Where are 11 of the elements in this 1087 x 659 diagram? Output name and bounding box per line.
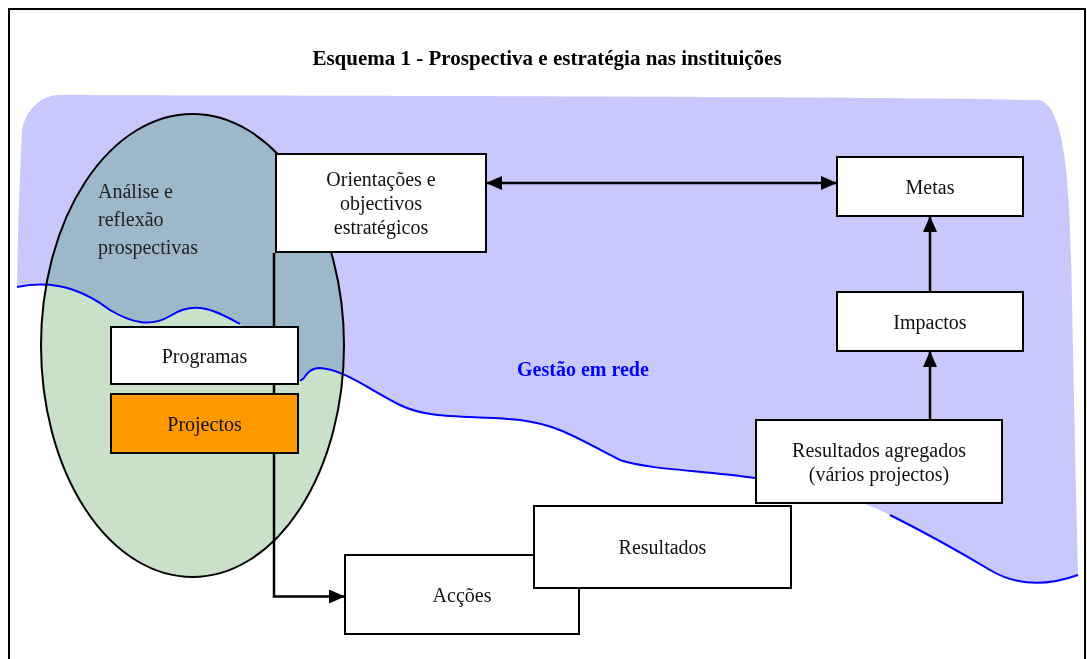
process-box: Resultados — [533, 505, 792, 589]
arrow — [923, 351, 937, 419]
arrow — [272, 454, 345, 604]
ellipse-label: Análise e reflexão prospectivas — [98, 179, 199, 261]
process-box: Programas — [110, 326, 299, 385]
process-box: Projectos — [110, 393, 299, 454]
process-box: Acções — [344, 554, 580, 635]
region-label: Gestão em rede — [517, 357, 649, 382]
title: Esquema 1 - Prospectiva e estratégia nas instituições — [311, 45, 783, 72]
arrow — [923, 216, 937, 291]
arrow — [486, 176, 837, 190]
